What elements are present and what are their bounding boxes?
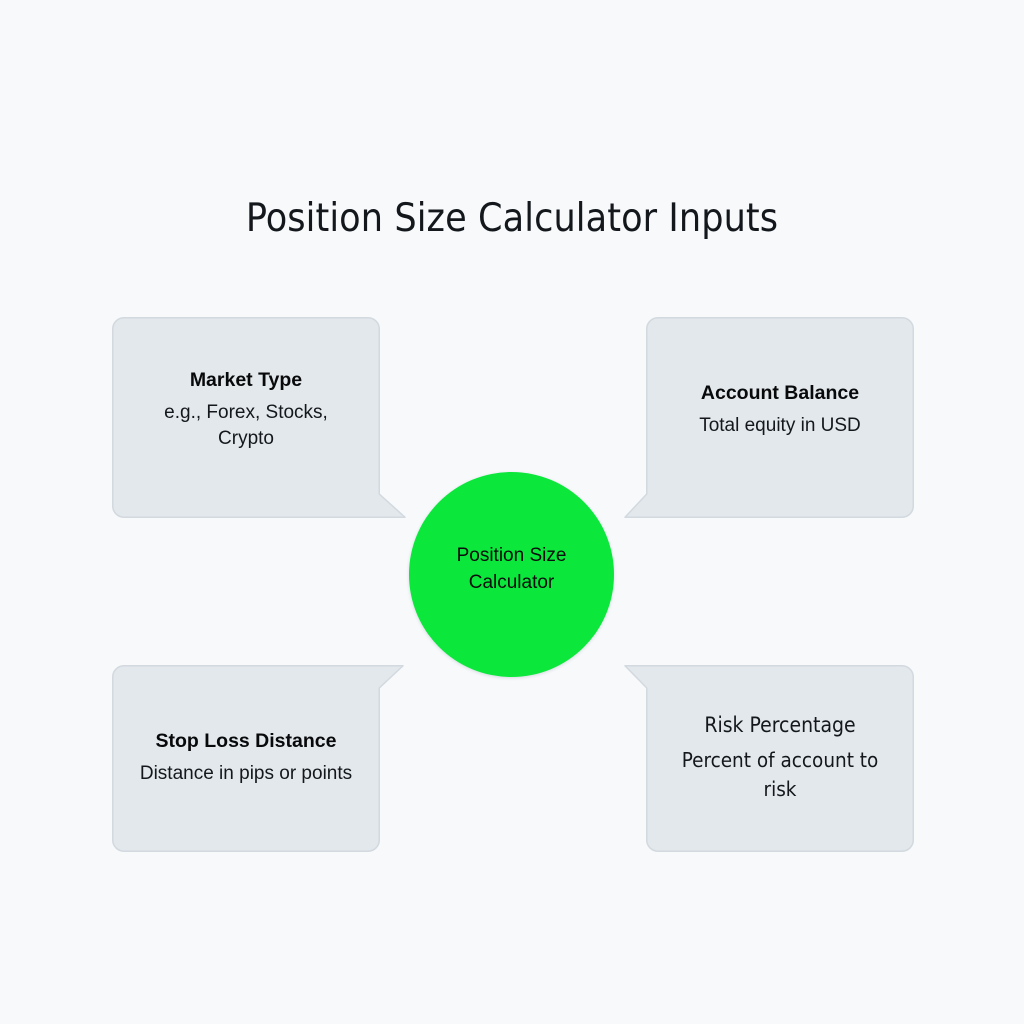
callout-account-balance-title: Account Balance	[700, 382, 860, 405]
callout-market-type[interactable]: Market Type e.g., Forex, Stocks, Crypto	[112, 317, 406, 518]
callout-risk-percentage-title: Risk Percentage	[704, 713, 856, 738]
callout-account-balance-description: Total equity in USD	[699, 414, 861, 436]
callout-stop-loss-title: Stop Loss Distance	[155, 730, 337, 753]
callout-risk-percentage-description: Percent of account to risk	[681, 748, 879, 802]
callout-market-type-shape	[112, 317, 406, 518]
callout-stop-loss-shape	[112, 665, 404, 852]
center-node-label: Position Size Calculator	[432, 543, 592, 597]
center-node-label-line2: Calculator	[468, 571, 555, 593]
callout-risk-percentage-shape	[624, 665, 914, 852]
callout-stop-loss-description: Distance in pips or points	[139, 762, 353, 784]
callout-account-balance[interactable]: Account Balance Total equity in USD	[624, 317, 914, 518]
center-node-label-line1: Position Size	[456, 544, 567, 566]
callout-account-balance-content: Account Balance Total equity in USD	[646, 317, 914, 504]
center-node-position-size-calculator[interactable]: Position Size Calculator	[409, 472, 614, 677]
callout-stop-loss-content: Stop Loss Distance Distance in pips or p…	[112, 665, 380, 852]
callout-market-type-content: Market Type e.g., Forex, Stocks, Crypto	[112, 317, 380, 504]
callout-stop-loss[interactable]: Stop Loss Distance Distance in pips or p…	[112, 651, 404, 852]
callout-account-balance-shape	[624, 317, 914, 518]
callout-market-type-description: e.g., Forex, Stocks, Crypto	[164, 401, 328, 450]
callout-market-type-title: Market Type	[189, 368, 303, 391]
page-title: Position Size Calculator Inputs	[245, 196, 779, 241]
callout-risk-percentage[interactable]: Risk Percentage Percent of account to ri…	[624, 651, 914, 852]
callout-risk-percentage-content: Risk Percentage Percent of account to ri…	[646, 665, 914, 852]
